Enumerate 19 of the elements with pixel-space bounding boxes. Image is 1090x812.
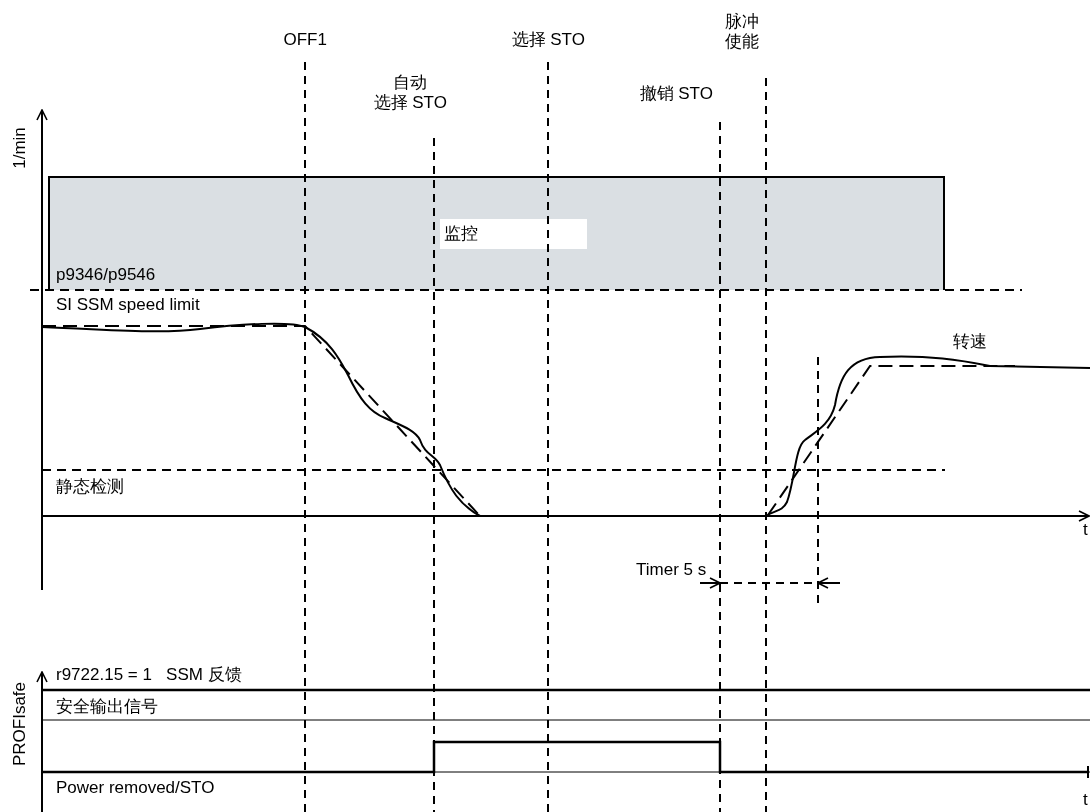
axis-label: 1/min — [9, 127, 30, 169]
event-label: 选择 STO — [511, 30, 585, 50]
signal-label: Power removed/STO — [56, 778, 215, 798]
limit-label: p9346/p9546 — [56, 265, 156, 285]
signal-label: 安全输出信号 — [56, 697, 158, 717]
limit-label: SI SSM speed limit — [56, 295, 200, 315]
event-label: 脉冲使能 — [725, 12, 759, 52]
event-label: 撤销 STO — [639, 84, 713, 104]
event-label: OFF1 — [283, 30, 327, 50]
axis-label: PROFIsafe — [10, 681, 31, 767]
threshold-label: 静态检测 — [56, 477, 124, 497]
axis-label: t — [1083, 790, 1088, 810]
zone-label: 监控 — [440, 219, 587, 249]
curve-label: 转速 — [953, 332, 987, 352]
event-label: 自动选择 STO — [373, 73, 447, 113]
axis-label: t — [1083, 520, 1088, 540]
monitoring-band — [48, 176, 945, 290]
timer-label: Timer 5 s — [636, 560, 707, 580]
signal-label: r9722.15 = 1 SSM 反馈 — [56, 665, 242, 685]
